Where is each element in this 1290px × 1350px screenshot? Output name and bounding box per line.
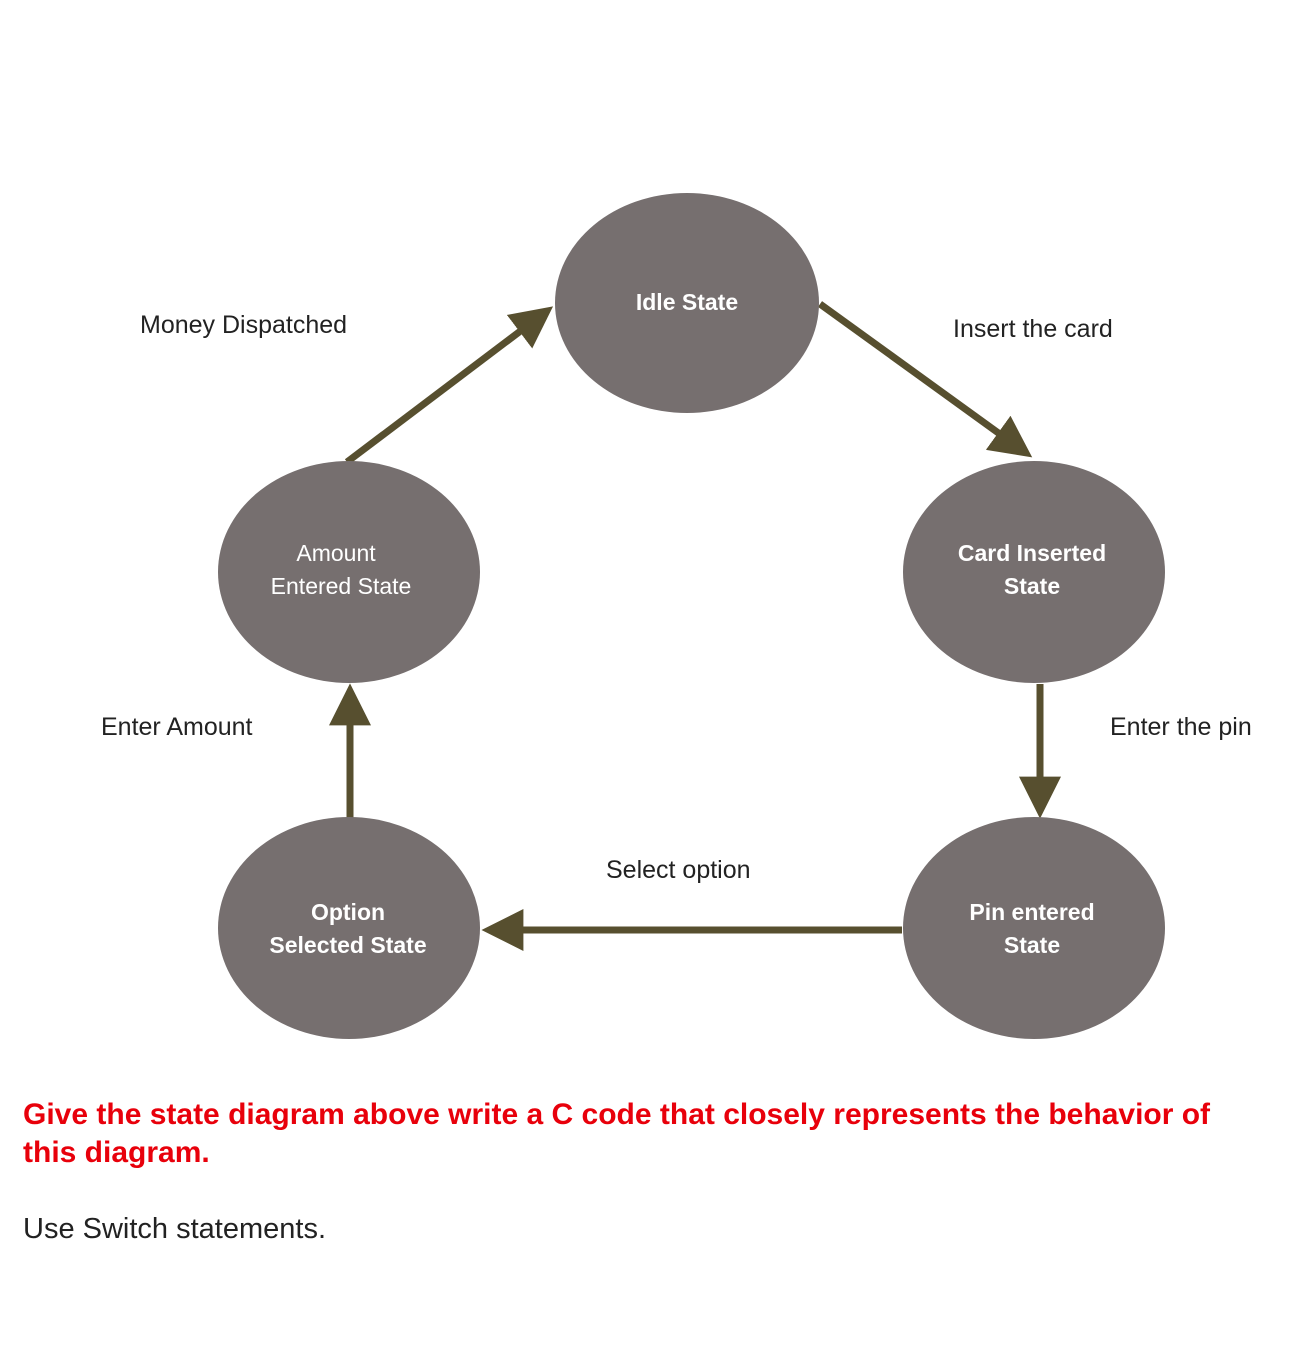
state-label-line1: Idle State — [636, 289, 738, 315]
state-node — [218, 817, 480, 1039]
state-label-line2: State — [1004, 573, 1060, 599]
transition-label-money-dispatched: Money Dispatched — [140, 311, 347, 339]
state-node — [903, 461, 1165, 683]
state-diagram: Idle State Card Inserted State Pin enter… — [101, 193, 1252, 1039]
state-node — [903, 817, 1165, 1039]
state-label-line1: Option — [311, 899, 385, 925]
state-label-line2: State — [1004, 932, 1060, 958]
transition-label-insert-card: Insert the card — [953, 315, 1113, 343]
state-card-inserted: Card Inserted State — [903, 461, 1165, 683]
transition-label-enter-amount: Enter Amount — [101, 713, 253, 741]
state-label-line2: Selected State — [269, 932, 426, 958]
transition-label-enter-pin: Enter the pin — [1110, 713, 1252, 741]
transition-arrows — [329, 301, 1061, 951]
state-option-selected: Option Selected State — [218, 817, 480, 1039]
arrow-insert-card — [817, 301, 1033, 458]
state-label-line1: Amount — [296, 540, 376, 566]
instruction-text: Use Switch statements. — [23, 1213, 326, 1245]
state-node — [555, 193, 819, 413]
question-text: Give the state diagram above write a C c… — [23, 1098, 1211, 1169]
state-node — [218, 461, 480, 683]
state-idle: Idle State — [555, 193, 819, 413]
state-pin-entered: Pin entered State — [903, 817, 1165, 1039]
arrow-money-dispatched — [344, 306, 554, 465]
state-label-line1: Card Inserted — [958, 540, 1106, 566]
state-label-line1: Pin entered — [969, 899, 1094, 925]
transition-label-select-option: Select option — [606, 856, 751, 884]
state-label-line2: Entered State — [271, 573, 412, 599]
state-amount-entered: Amount Entered State — [218, 461, 480, 683]
